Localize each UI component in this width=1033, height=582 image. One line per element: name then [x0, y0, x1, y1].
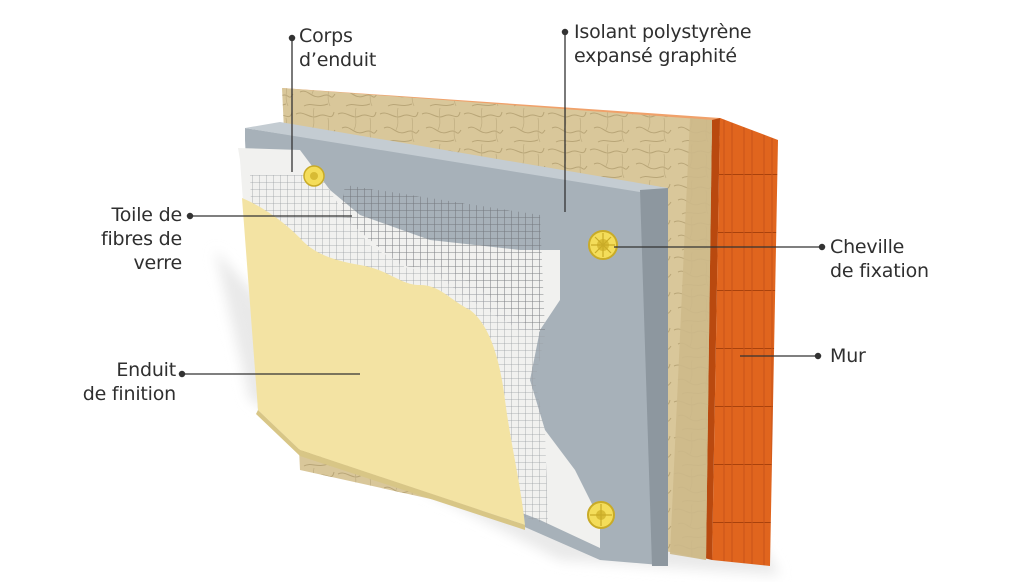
finish-render-layer [242, 198, 525, 525]
finish-render-edge [256, 410, 525, 530]
anchor-middle [588, 230, 618, 260]
mesh-embedded [340, 185, 545, 330]
brick-wall-side [712, 118, 778, 566]
graphite-eps-side [640, 188, 668, 566]
label-isolant: Isolant polystyrène expansé graphité [574, 21, 752, 67]
label-cheville-fixation: Cheville de fixation [830, 236, 929, 282]
insulation-side [670, 118, 712, 560]
leader-toile [186, 212, 352, 220]
leader-enduit-finition [178, 370, 360, 378]
anchor-top-left [303, 165, 325, 187]
label-corps-enduit: Corps d’enduit [299, 25, 377, 71]
leader-corps-enduit [288, 34, 296, 172]
label-enduit-finition: Enduit de finition [82, 359, 176, 405]
anchor-bottom [587, 501, 615, 529]
label-mur: Mur [830, 345, 866, 367]
leader-isolant [561, 28, 569, 212]
brick-wall-edge [704, 118, 720, 560]
graphite-eps-top [245, 122, 668, 192]
leader-mur [740, 352, 822, 360]
leader-cheville [614, 243, 826, 251]
label-toile-fibres-verre: Toile de fibres de verre [100, 204, 182, 274]
